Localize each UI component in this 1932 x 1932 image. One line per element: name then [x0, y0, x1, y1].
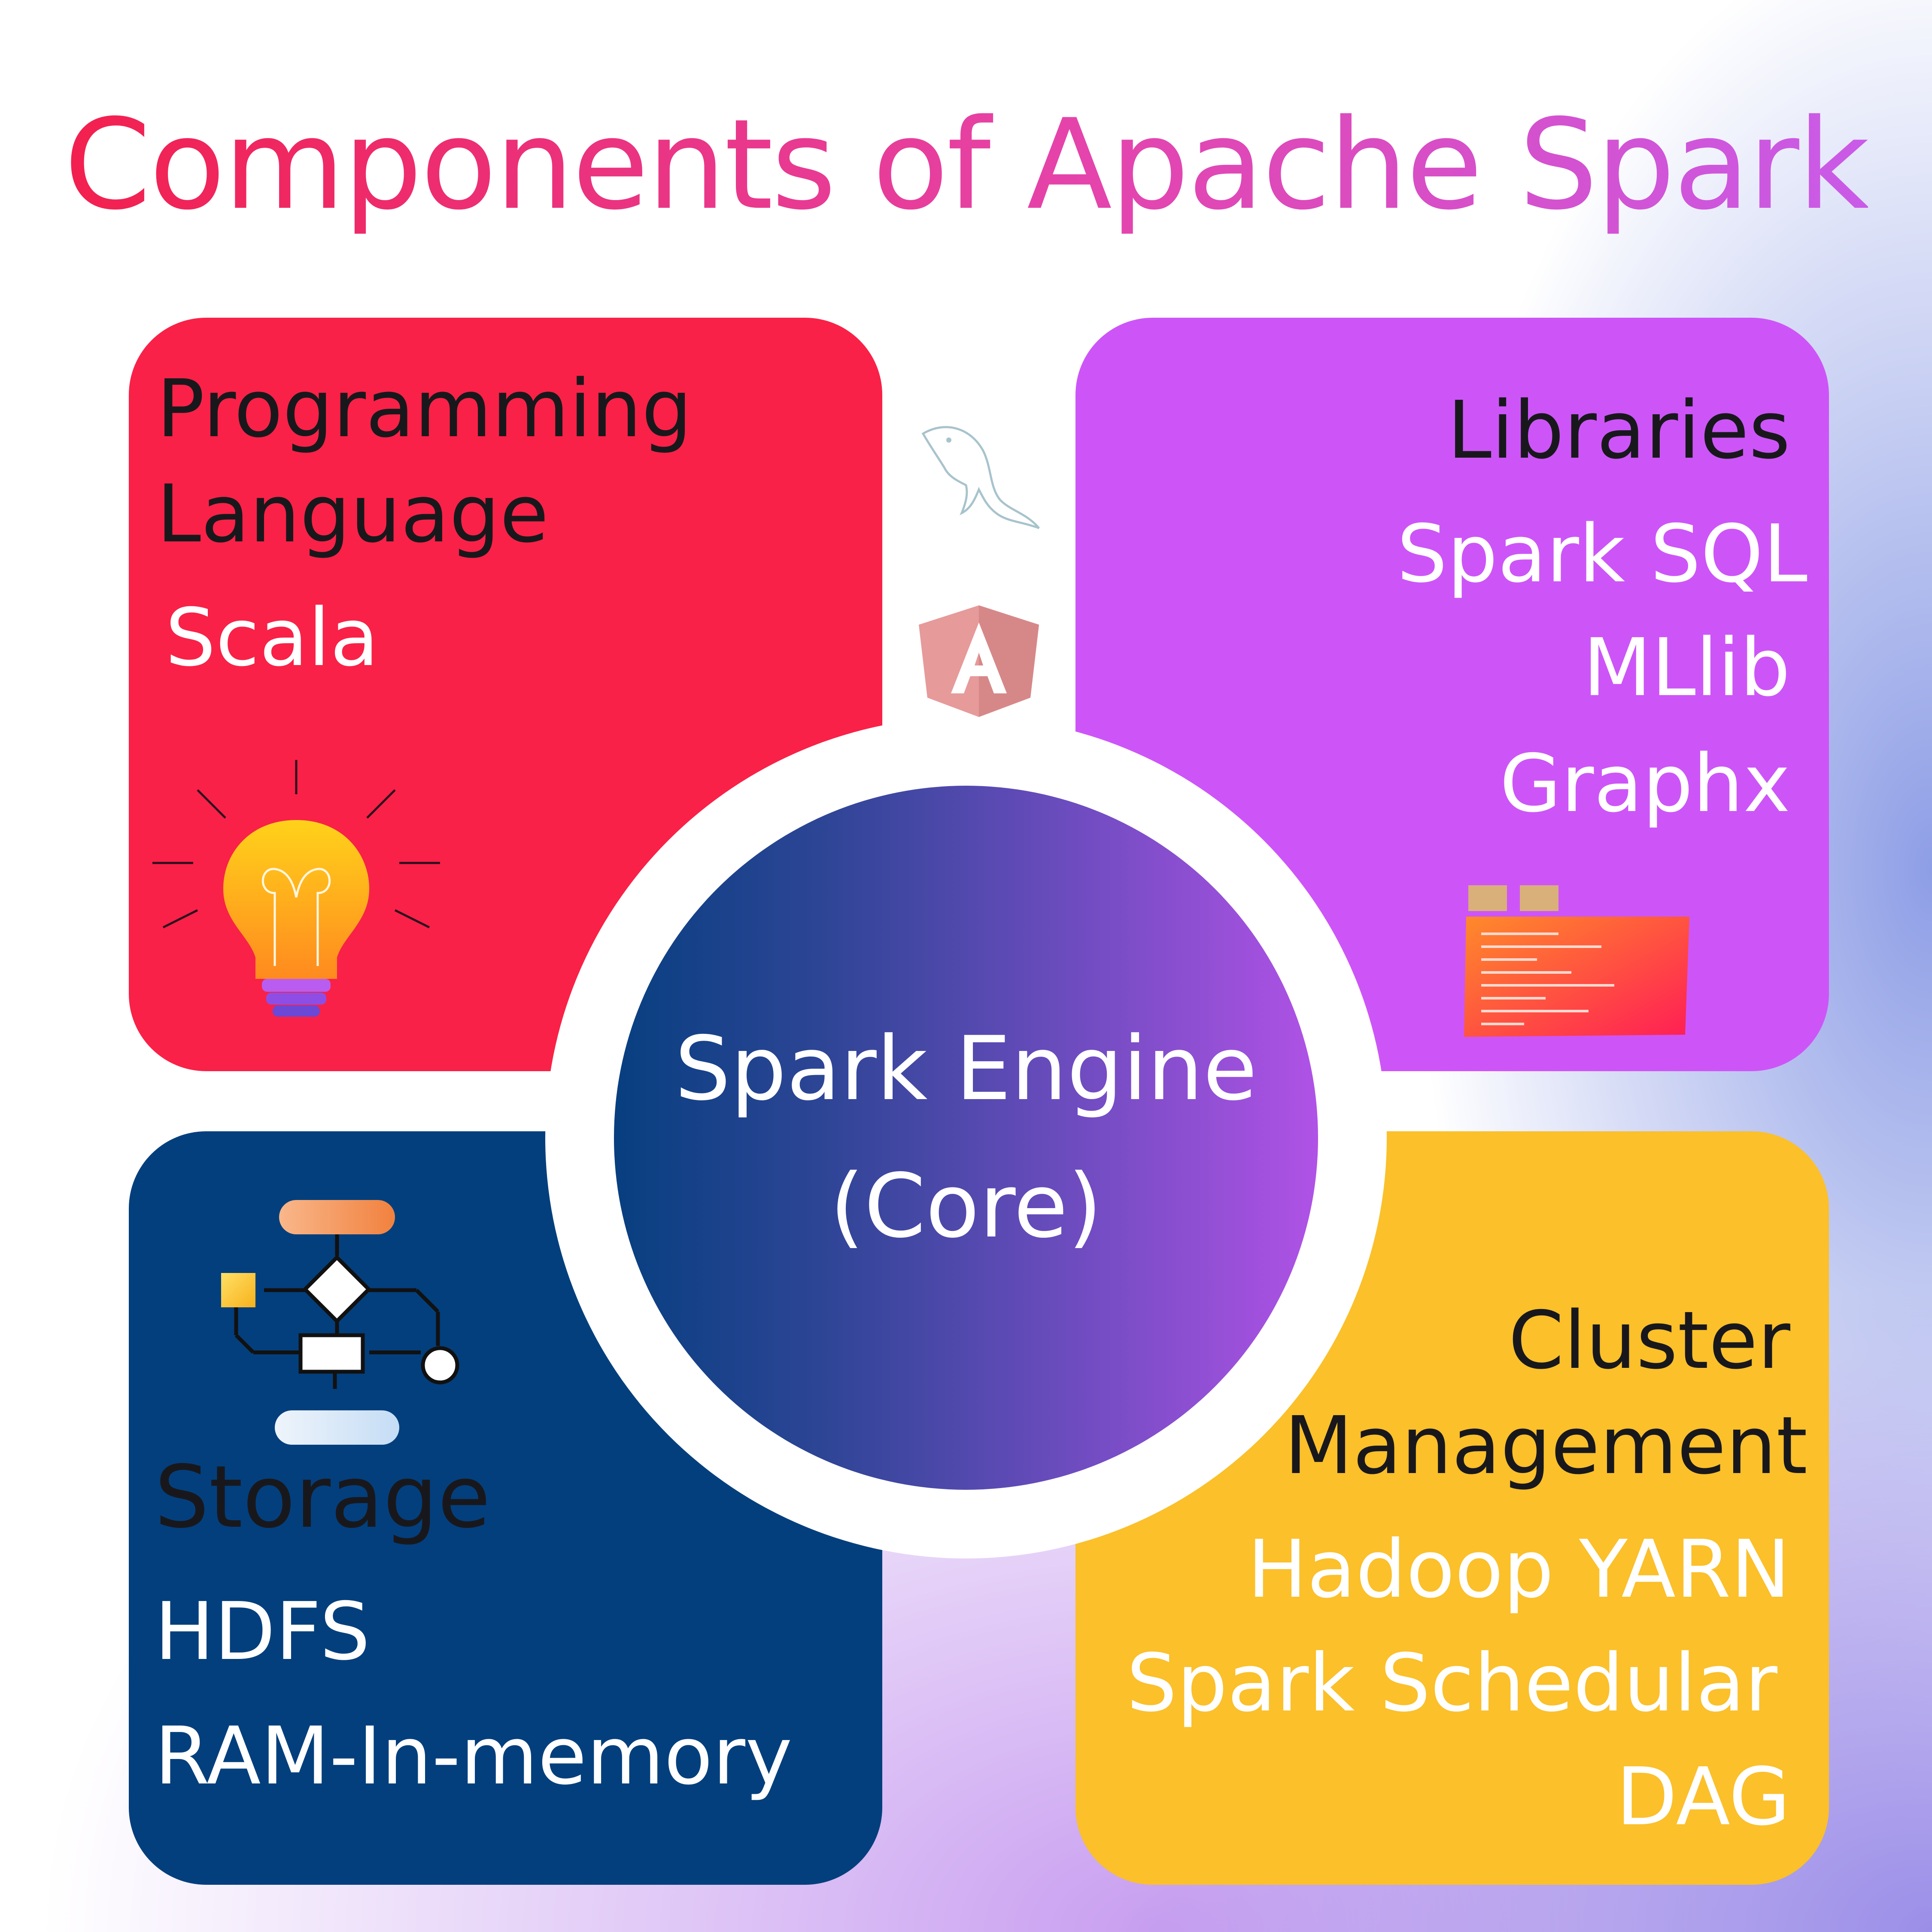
spark-engine-core: Spark Engine (Core) — [614, 786, 1318, 1490]
core-subtitle: (Core) — [829, 1155, 1103, 1258]
lightbulb-icon — [152, 760, 440, 1017]
cluster-item-dag: DAG — [1616, 1750, 1790, 1843]
storage-item-ram: RAM-In-memory — [155, 1710, 793, 1802]
storage-heading: Storage — [155, 1447, 491, 1547]
libraries-item-spark-sql: Spark SQL — [1397, 507, 1807, 600]
cluster-item-hadoop-yarn: Hadoop YARN — [1247, 1523, 1790, 1616]
libraries-heading: Libraries — [1447, 384, 1790, 477]
libraries-item-mllib: MLlib — [1583, 621, 1790, 714]
code-window-icon — [1464, 885, 1689, 1037]
page-title: Components of Apache Spark — [64, 93, 1870, 237]
cluster-item-spark-schedular: Spark Schedular — [1127, 1637, 1777, 1729]
libraries-item-graphx: Graphx — [1500, 737, 1790, 830]
core-title: Spark Engine — [674, 1018, 1258, 1120]
programming-heading-line2: Language — [157, 468, 549, 560]
flowchart-icon — [221, 1200, 459, 1445]
angular-logo-icon — [919, 605, 1039, 717]
cluster-heading-line2: Management — [1284, 1399, 1807, 1492]
mysql-dolphin-icon — [921, 426, 1040, 529]
storage-item-hdfs: HDFS — [155, 1585, 371, 1678]
cluster-heading-line1: Cluster — [1508, 1294, 1790, 1387]
programming-heading-line1: Programming — [157, 362, 692, 455]
programming-item-scala: Scala — [165, 591, 379, 684]
